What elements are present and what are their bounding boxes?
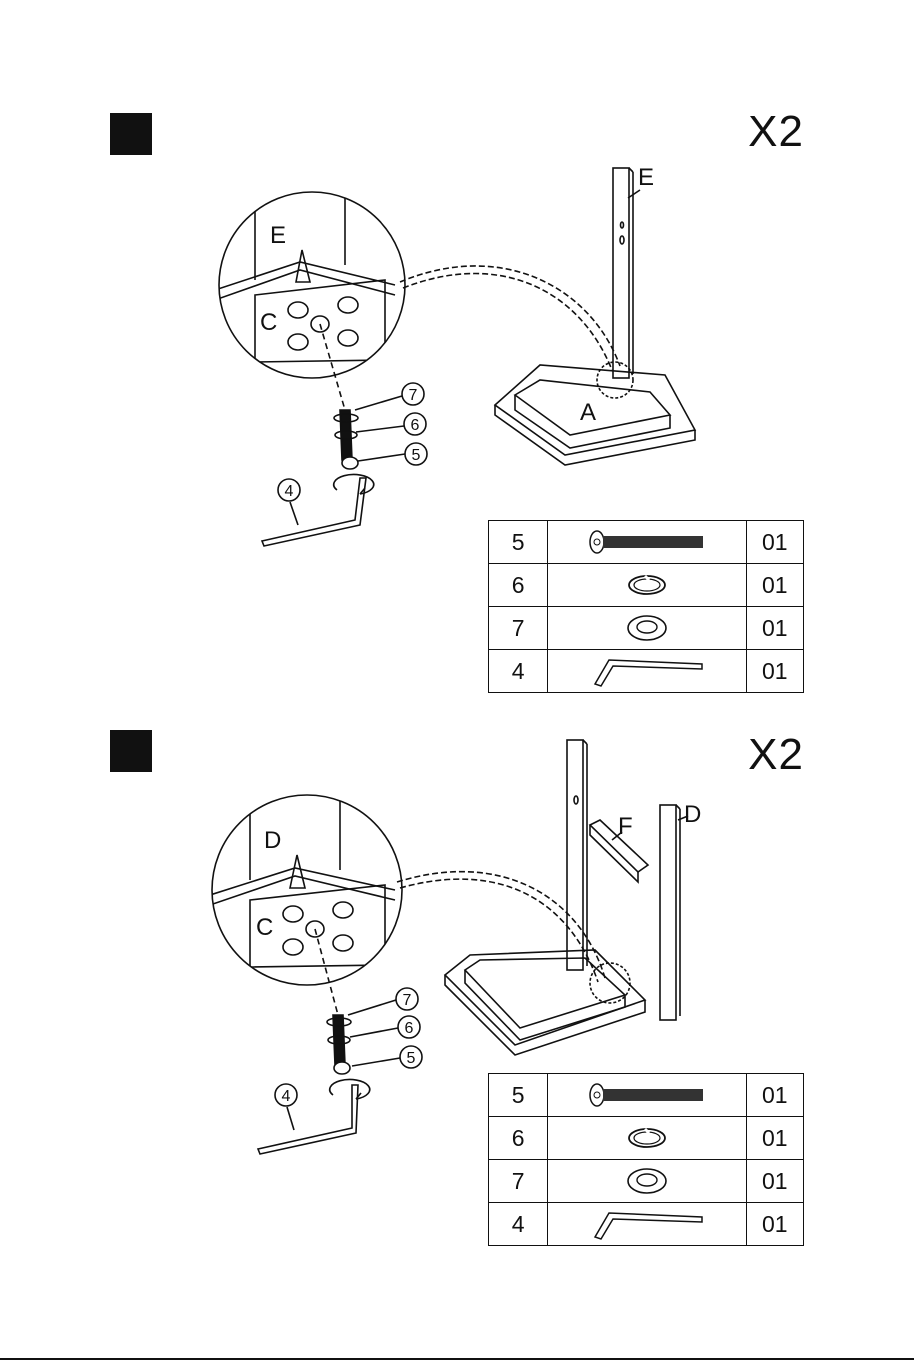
parts-row: 6 01 [489,564,804,607]
part-qty: 01 [746,607,803,650]
part-qty: 01 [746,564,803,607]
part-number: 4 [489,1203,548,1246]
label-rail: F [618,813,633,840]
part-qty: 01 [746,1117,803,1160]
callout-7: 7 [409,387,418,404]
part-qty: 01 [746,521,803,564]
leg-post [613,168,629,378]
bolt-icon [587,1083,707,1107]
parts-row: 6 01 [489,1117,804,1160]
callout-4: 4 [285,483,294,500]
part-qty: 01 [746,650,803,693]
callout-7: 7 [403,992,412,1009]
callout-4: 4 [282,1088,291,1105]
parts-row: 7 01 [489,1160,804,1203]
step-1: X2 [0,0,914,700]
parts-row: 5 01 [489,1074,804,1117]
part-number: 6 [489,564,548,607]
part-qty: 01 [746,1160,803,1203]
label-bracket: C [256,914,273,941]
label-post: D [264,827,281,854]
label-bracket: C [260,309,277,336]
callout-5: 5 [407,1050,416,1067]
split-washer-icon [625,1126,669,1150]
label-leg: D [684,801,701,828]
detail-magnifier [212,795,402,985]
allen-key-icon [587,654,707,688]
bolt-icon [587,530,707,554]
parts-table: 5 01 6 01 7 01 4 01 [488,520,804,693]
callout-6: 6 [405,1020,414,1037]
assembly-illustration: D C F D 7 6 5 4 [0,700,914,1360]
part-number: 6 [489,1117,548,1160]
part-number: 4 [489,650,548,693]
label-leg: E [638,164,654,191]
parts-row: 4 01 [489,650,804,693]
flat-washer-icon [625,613,669,643]
flat-washer-icon [625,1166,669,1196]
callout-6: 6 [411,417,420,434]
part-number: 7 [489,1160,548,1203]
allen-key-icon [587,1207,707,1241]
part-number: 5 [489,1074,548,1117]
parts-table: 5 01 6 01 7 01 4 01 [488,1073,804,1246]
step-2: X2 [0,700,914,1360]
part-qty: 01 [746,1203,803,1246]
split-washer-icon [625,573,669,597]
parts-row: 7 01 [489,607,804,650]
part-number: 7 [489,607,548,650]
part-number: 5 [489,521,548,564]
detail-magnifier [219,192,405,378]
allen-key-drawing [258,1085,358,1154]
label-frame: A [580,399,596,426]
page-bottom-rule [0,1358,914,1360]
leg-post-d [660,805,676,1020]
label-post: E [270,222,286,249]
callout-5: 5 [412,447,421,464]
parts-row: 5 01 [489,521,804,564]
parts-row: 4 01 [489,1203,804,1246]
part-qty: 01 [746,1074,803,1117]
